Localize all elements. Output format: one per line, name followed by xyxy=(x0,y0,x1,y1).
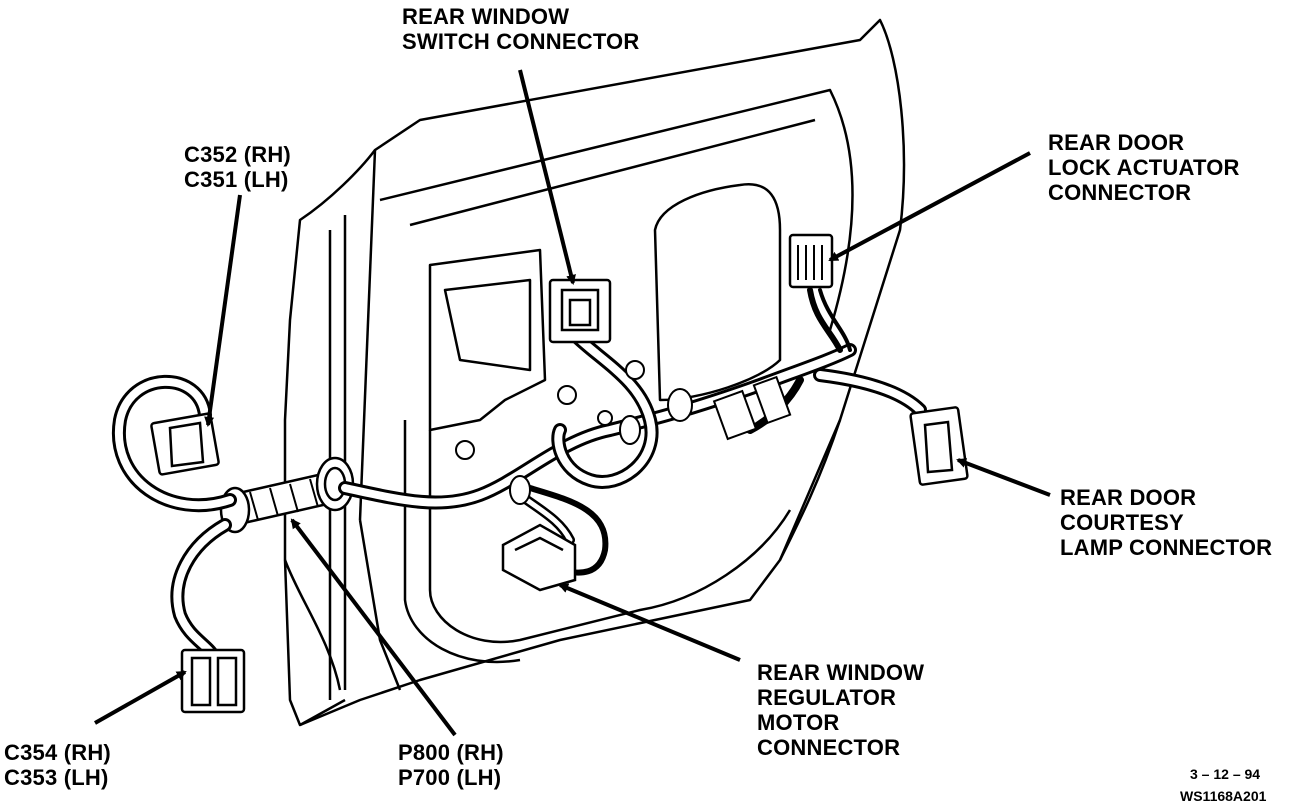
leader-rear-door-courtesy xyxy=(956,458,1051,497)
label-line: C351 (LH) xyxy=(184,167,289,192)
leader-rear-door-lock xyxy=(828,151,1031,262)
label-line: P800 (RH) xyxy=(398,740,504,765)
label-line: COURTESY xyxy=(1060,510,1184,535)
label-line: REAR DOOR xyxy=(1060,485,1197,510)
door-grommet-conduit xyxy=(219,456,355,534)
leader-c352 xyxy=(204,194,242,427)
wire-harness xyxy=(111,287,927,667)
label-rear-door-courtesy-lamp-connector: REAR DOOR COURTESY LAMP CONNECTOR xyxy=(1060,485,1272,560)
label-line: C352 (RH) xyxy=(184,142,291,167)
leader-rear-window-switch xyxy=(518,69,576,285)
leader-lines xyxy=(94,69,1051,737)
label-line: C354 (RH) xyxy=(4,740,111,765)
harness-clips xyxy=(455,360,792,505)
label-line: SWITCH CONNECTOR xyxy=(402,29,640,54)
footer-date: 3 – 12 – 94 xyxy=(1190,766,1261,782)
label-line: P700 (LH) xyxy=(398,765,502,790)
door-body xyxy=(283,18,906,727)
connector-bodies xyxy=(150,233,969,714)
label-line: REAR WINDOW xyxy=(757,660,925,685)
label-rear-window-regulator-motor-connector: REAR WINDOW REGULATOR MOTOR CONNECTOR xyxy=(757,660,924,760)
leader-p800 xyxy=(290,518,457,737)
footer-code: WS1168A201 xyxy=(1180,788,1267,804)
label-line: MOTOR xyxy=(757,710,840,735)
label-c354-c353: C354 (RH) C353 (LH) xyxy=(4,740,111,790)
label-line: LAMP CONNECTOR xyxy=(1060,535,1273,560)
label-rear-window-switch-connector: REAR WINDOW SWITCH CONNECTOR xyxy=(402,4,639,54)
label-line: CONNECTOR xyxy=(1048,180,1192,205)
label-line: REAR WINDOW xyxy=(402,4,570,29)
label-line: LOCK ACTUATOR xyxy=(1048,155,1240,180)
leader-c354 xyxy=(94,670,187,725)
label-c352-c351: C352 (RH) C351 (LH) xyxy=(184,142,291,192)
label-line: C353 (LH) xyxy=(4,765,109,790)
leader-rear-window-regulator xyxy=(558,583,741,662)
label-p800-p700: P800 (RH) P700 (LH) xyxy=(398,740,504,790)
label-line: CONNECTOR xyxy=(757,735,901,760)
label-rear-door-lock-actuator-connector: REAR DOOR LOCK ACTUATOR CONNECTOR xyxy=(1048,130,1240,205)
label-line: REAR DOOR xyxy=(1048,130,1185,155)
label-line: REGULATOR xyxy=(757,685,897,710)
